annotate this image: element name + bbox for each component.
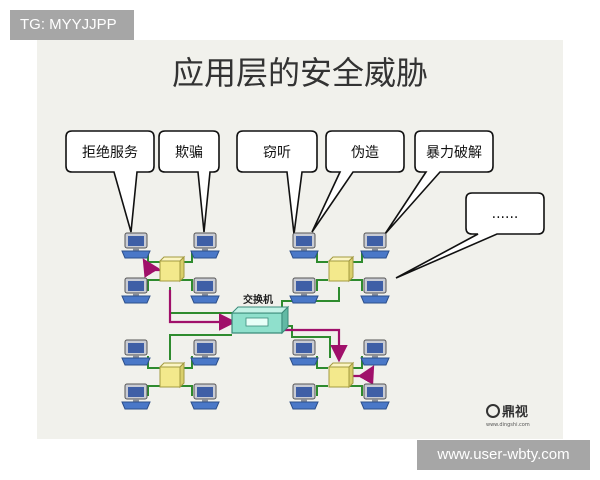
computer-icon (289, 232, 319, 259)
computer-icon (121, 339, 151, 366)
network-switch: 交换机 (230, 293, 290, 335)
threat-bubble-dos: 拒绝服务 (65, 130, 155, 233)
bubble-label: 欺骗 (175, 145, 203, 161)
computer-icon (289, 383, 319, 410)
computer-icon (360, 339, 390, 366)
hub-top-right (328, 256, 354, 282)
computer-icon (360, 277, 390, 304)
computer-icon (190, 277, 220, 304)
computer-icon (121, 383, 151, 410)
bubble-label: 窃听 (263, 145, 291, 161)
bubble-label: 暴力破解 (426, 145, 482, 161)
bubble-label: 伪造 (351, 145, 379, 161)
threat-bubble-brute-force: 暴力破解 (384, 130, 494, 235)
top-watermark-tag: TG: MYYJJPP (10, 10, 134, 40)
bubble-label: ...... (492, 206, 519, 222)
threat-bubble-spoofing: 欺骗 (158, 130, 220, 233)
computer-icon (190, 383, 220, 410)
threat-bubble-eavesdropping: 窃听 (236, 130, 318, 235)
computer-icon (190, 232, 220, 259)
hub-bottom-left (159, 362, 185, 388)
computer-icon (121, 232, 151, 259)
slide-title: 应用层的安全威胁 (171, 54, 428, 92)
computer-icon (121, 277, 151, 304)
hub-top-left (159, 256, 185, 282)
computer-icon (289, 277, 319, 304)
hub-bottom-right (328, 362, 354, 388)
computer-icon (190, 339, 220, 366)
switch-label: 交换机 (243, 293, 273, 306)
watermark-url: www.dingshi.com (486, 422, 530, 428)
computer-icon (360, 232, 390, 259)
computer-icon (360, 383, 390, 410)
threat-bubble-forgery: 伪造 (311, 130, 405, 233)
traffic-flow-arrows (142, 258, 375, 385)
brand-watermark: 鼎视 www.dingshi.com (486, 404, 530, 428)
watermark-text: 鼎视 (502, 404, 528, 420)
computer-icon (289, 339, 319, 366)
bubble-label: 拒绝服务 (82, 145, 138, 161)
bottom-watermark-tag: www.user-wbty.com (417, 440, 590, 470)
threat-bubble-more: ...... (395, 192, 545, 279)
